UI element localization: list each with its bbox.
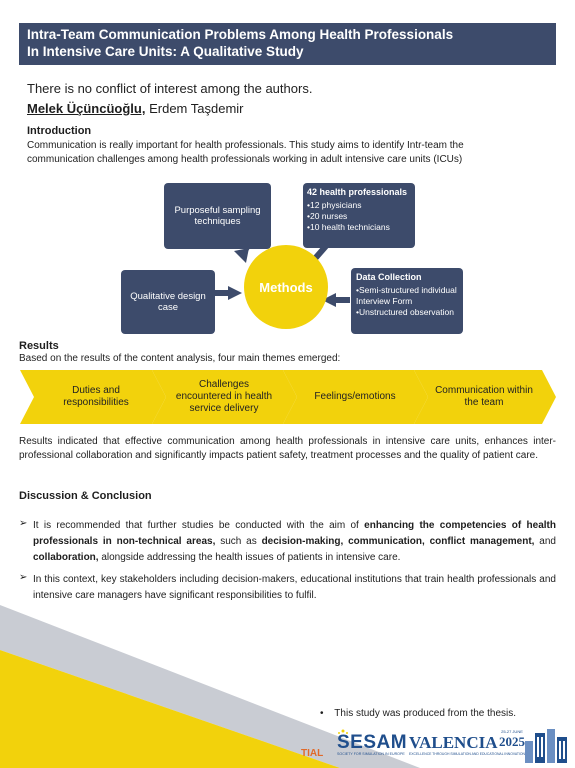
co-author: Erdem Taşdemir [149,101,244,116]
sesam-subtitle: SOCIETY FOR SIMULATION IN EUROPE [337,752,405,756]
bullet1-text: It is recommended that further studies b… [33,520,365,531]
participants-item: •12 physicians [307,200,362,210]
chevron-1 [20,370,166,424]
title-line-2: In Intensive Care Units: A Qualitative S… [27,44,304,59]
theme-label: Feelings/emotions [314,391,396,402]
sampling-box: Purposeful sampling techniques [164,183,271,249]
participants-item: •20 nurses [307,211,348,221]
data-collection-box: Data Collection •Semi-structured individ… [351,268,463,334]
arrow-bullet-icon: ➢ [19,518,28,529]
conflict-statement: There is no conflict of interest among t… [27,81,313,96]
chevron-3 [283,370,428,424]
presenting-author: Melek Üçüncüoğlu, [27,101,146,116]
event-year: 2025 [499,734,525,749]
bullet1-bold: decision-making, communication, conflict… [261,536,535,547]
results-summary: Results indicated that effective communi… [19,436,556,461]
bullet1-bold: enhancing the competencies of health pro… [33,520,556,547]
participants-item: •10 health technicians [307,222,390,232]
chevron-4 [414,370,556,424]
theme-label: Challenges encountered in health service… [175,379,273,414]
discussion-bullet-1: ➢ It is recommended that further studies… [19,518,556,566]
bullet1-text: alongside addressing the health issues o… [98,552,401,563]
valencia-wordmark: VALENCIA [409,733,498,752]
grey-diagonal-band [0,605,420,768]
bullet1-bold: collaboration, [33,552,99,563]
arrow-from-design [228,286,242,300]
introduction-text: Communication is really important for he… [27,140,464,165]
arrow-from-data-collection [322,293,336,307]
footnote-text: This study was produced from the thesis. [334,708,517,719]
theme-label: Duties and responsibilities [63,385,129,408]
theme-label: Communication within the team [435,385,533,408]
footnote-bullet-icon: • [320,708,324,719]
title-line-1: Intra-Team Communication Problems Among … [27,27,454,42]
poster-title: Intra-Team Communication Problems Among … [19,23,556,65]
event-days: 25-27 JUNE [501,729,523,734]
design-box: Qualitative design case [121,270,215,334]
discussion-heading: Discussion & Conclusion [19,490,152,502]
arrow-bullet-icon: ➢ [19,572,28,583]
bullet1-text: such as [215,536,262,547]
introduction-heading: Introduction [27,125,92,137]
yellow-corner-shape [0,650,340,768]
arrow-from-sampling [234,248,249,263]
sesam-logo: SESAM SOCIETY FOR SIMULATION IN EUROPE [337,729,408,756]
bullet1-text: and [534,536,556,547]
partial-footer-text: TIAL [301,748,324,759]
data-collection-heading: Data Collection [356,272,422,282]
sesam-wordmark: SESAM [337,732,408,753]
star-arc-icon [338,729,348,734]
bullet2-text: In this context, key stakeholders includ… [33,574,556,601]
chevron-2 [152,370,297,424]
thesis-note: • This study was produced from the thesi… [320,708,516,719]
methods-circle: Methods [244,245,328,329]
authors: Melek Üçüncüoğlu, Erdem Taşdemir [27,101,244,116]
participants-heading: 42 health professionals [307,187,408,197]
city-skyline-icon [525,729,567,763]
results-heading: Results [19,340,59,352]
data-collection-item: •Semi-structured individual Interview Fo… [356,285,457,306]
event-date: 25-27 JUNE 2025 [499,729,525,750]
data-collection-item: •Unstructured observation [356,307,454,317]
results-intro: Based on the results of the content anal… [19,353,341,364]
valencia-tagline: EXCELLENCE THROUGH SIMULATION AND EDUCAT… [409,752,528,756]
valencia-logo: VALENCIA EXCELLENCE THROUGH SIMULATION A… [409,733,527,756]
discussion-bullet-2: ➢ In this context, key stakeholders incl… [19,572,556,604]
participants-box: 42 health professionals •12 physicians •… [303,183,415,248]
